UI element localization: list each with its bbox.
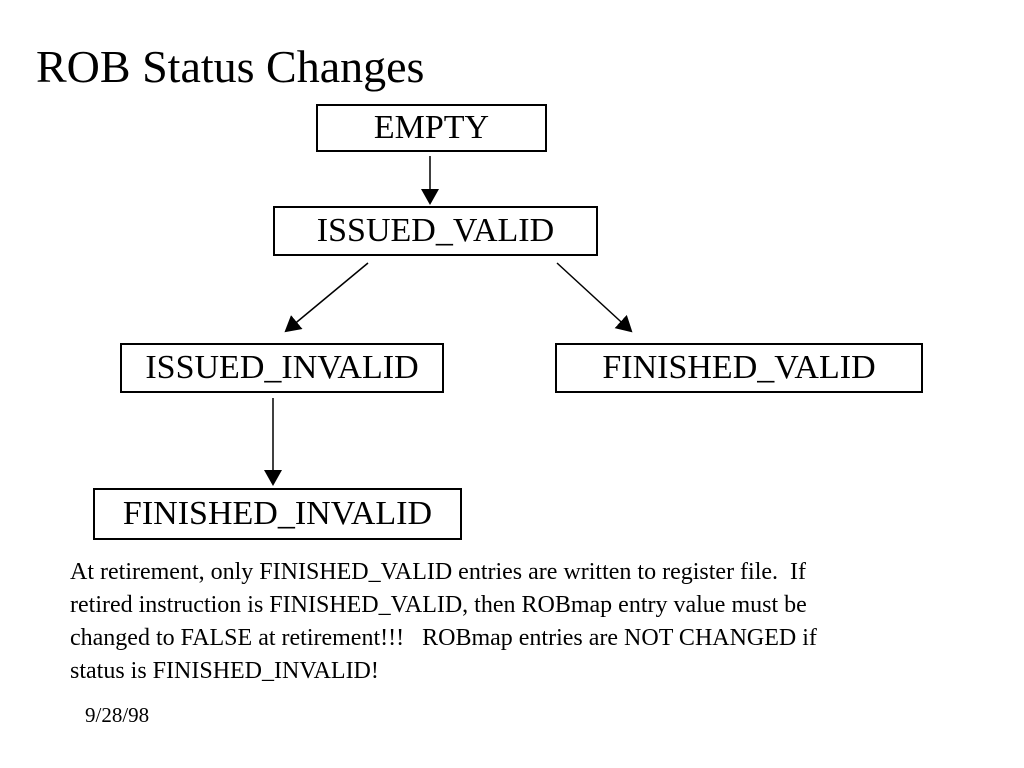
body-text-line: At retirement, only FINISHED_VALID entri…: [70, 559, 807, 585]
body-text-line: retired instruction is FINISHED_VALID, t…: [70, 592, 807, 618]
arrow-issued-valid-to-issued-invalid: [284, 262, 369, 333]
state-node-finished-valid: FINISHED_VALID: [555, 343, 923, 393]
state-node-issued-valid: ISSUED_VALID: [273, 206, 598, 256]
state-node-empty: EMPTY: [316, 104, 547, 152]
slide-title: ROB Status Changes: [36, 41, 425, 92]
body-text-line: status is FINISHED_INVALID!: [70, 658, 379, 684]
state-node-issued-invalid: ISSUED_INVALID: [120, 343, 444, 393]
body-text-line: changed to FALSE at retirement!!! ROBmap…: [70, 625, 817, 651]
body-text: At retirement, only FINISHED_VALID entri…: [70, 556, 817, 688]
arrow-issued-valid-to-finished-valid: [556, 262, 633, 333]
slide-date: 9/28/98: [85, 703, 150, 727]
state-node-finished-invalid: FINISHED_INVALID: [93, 488, 462, 540]
